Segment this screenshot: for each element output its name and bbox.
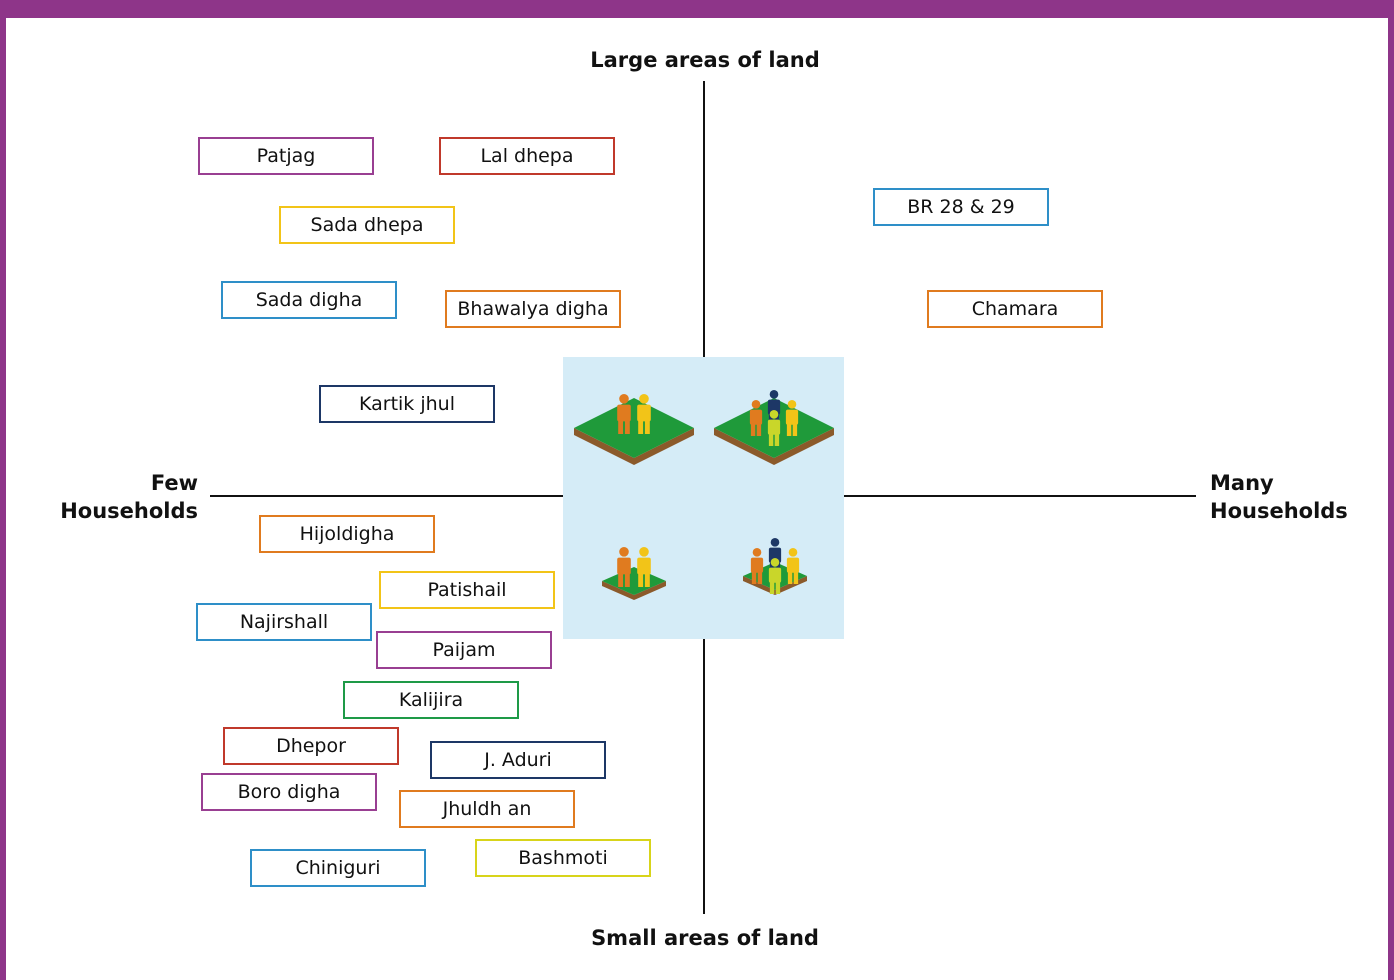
axis-label-right: Many Households bbox=[1210, 471, 1348, 523]
grass-tile bbox=[602, 567, 666, 595]
soil-edge bbox=[574, 428, 694, 465]
few-households-small-land-icon bbox=[600, 532, 668, 606]
soil-edge bbox=[714, 428, 834, 465]
variety-j-aduri: J. Aduri bbox=[430, 741, 606, 779]
person-icon bbox=[749, 400, 763, 436]
person-icon bbox=[617, 547, 631, 587]
variety-bhawalya-digha: Bhawalya digha bbox=[445, 290, 621, 328]
variety-boro-digha: Boro digha bbox=[201, 773, 377, 811]
many-households-large-land-icon bbox=[712, 375, 836, 471]
variety-patishail: Patishail bbox=[379, 571, 555, 609]
variety-bashmoti: Bashmoti bbox=[475, 839, 651, 877]
person-icon bbox=[767, 410, 781, 446]
variety-patjag: Patjag bbox=[198, 137, 374, 175]
variety-chamara: Chamara bbox=[927, 290, 1103, 328]
person-icon bbox=[617, 394, 631, 434]
few-households-large-land-icon bbox=[572, 375, 696, 471]
variety-dhepor: Dhepor bbox=[223, 727, 399, 765]
axis-label-left: Few Households bbox=[60, 471, 198, 523]
variety-najirshall: Najirshall bbox=[196, 603, 372, 641]
person-icon bbox=[768, 558, 782, 594]
grass-tile bbox=[574, 398, 694, 458]
variety-paijam: Paijam bbox=[376, 631, 552, 669]
many-households-small-land-icon bbox=[741, 527, 809, 601]
axis-label-top: Large areas of land bbox=[590, 48, 820, 72]
variety-sada-digha: Sada digha bbox=[221, 281, 397, 319]
variety-br-28-29: BR 28 & 29 bbox=[873, 188, 1049, 226]
quadrant-highlight bbox=[563, 357, 844, 639]
variety-hijoldigha: Hijoldigha bbox=[259, 515, 435, 553]
person-icon bbox=[785, 400, 799, 436]
variety-kalijira: Kalijira bbox=[343, 681, 519, 719]
soil-edge bbox=[743, 576, 807, 595]
axis-label-bottom: Small areas of land bbox=[591, 926, 819, 950]
variety-kartik-jhul: Kartik jhul bbox=[319, 385, 495, 423]
person-icon bbox=[786, 548, 800, 584]
soil-edge bbox=[602, 581, 666, 600]
variety-chiniguri: Chiniguri bbox=[250, 849, 426, 887]
person-icon bbox=[637, 394, 651, 434]
variety-lal-dhepa: Lal dhepa bbox=[439, 137, 615, 175]
variety-sada-dhepa: Sada dhepa bbox=[279, 206, 455, 244]
person-icon bbox=[750, 548, 764, 584]
person-icon bbox=[637, 547, 651, 587]
variety-jhuldh-an: Jhuldh an bbox=[399, 790, 575, 828]
